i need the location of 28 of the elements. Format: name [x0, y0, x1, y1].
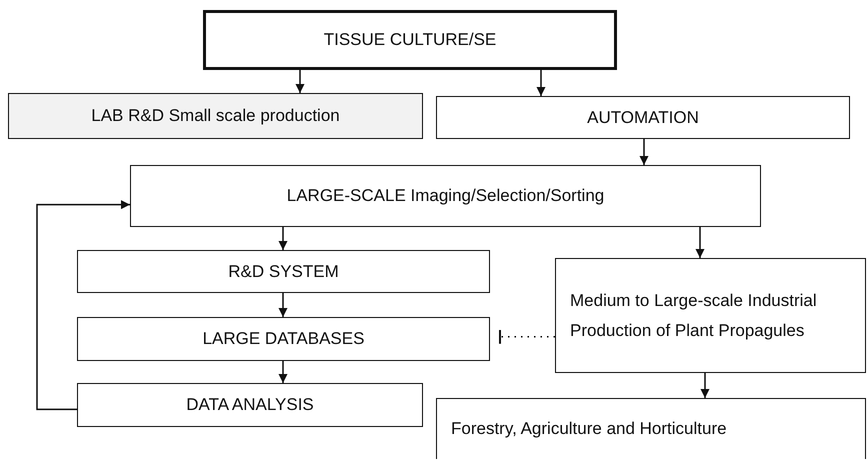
box-text: LAB R&D Small scale production	[90, 106, 341, 126]
arrow	[278, 361, 288, 383]
box-text: Medium to Large-scale Industrial Production of Plant Propagules	[569, 290, 818, 342]
arrow	[696, 227, 704, 258]
arrow	[278, 227, 288, 250]
box-text: TISSUE CULTURE/SE	[322, 30, 498, 50]
arrow	[640, 139, 648, 165]
box-text: LARGE DATABASES	[202, 329, 366, 349]
box-text: AUTOMATION	[586, 108, 700, 128]
process-box	[203, 10, 617, 70]
process-box	[77, 250, 490, 293]
process-box	[436, 96, 850, 139]
process-box	[130, 165, 761, 227]
box-text: R&D SYSTEM	[227, 262, 340, 282]
process-box	[436, 398, 866, 459]
arrow	[296, 70, 304, 93]
process-box	[555, 258, 866, 373]
arrow	[700, 373, 710, 398]
arrow	[36, 200, 130, 410]
box-text: DATA ANALYSIS	[185, 395, 315, 415]
arrow	[536, 70, 546, 96]
process-box	[77, 317, 490, 361]
process-box	[8, 93, 423, 139]
box-text: Forestry, Agriculture and Horticulture	[450, 418, 728, 440]
box-text: LARGE-SCALE Imaging/Selection/Sorting	[286, 186, 606, 206]
process-box	[77, 383, 423, 427]
arrow	[278, 293, 288, 317]
dotted-connector	[499, 328, 555, 345]
